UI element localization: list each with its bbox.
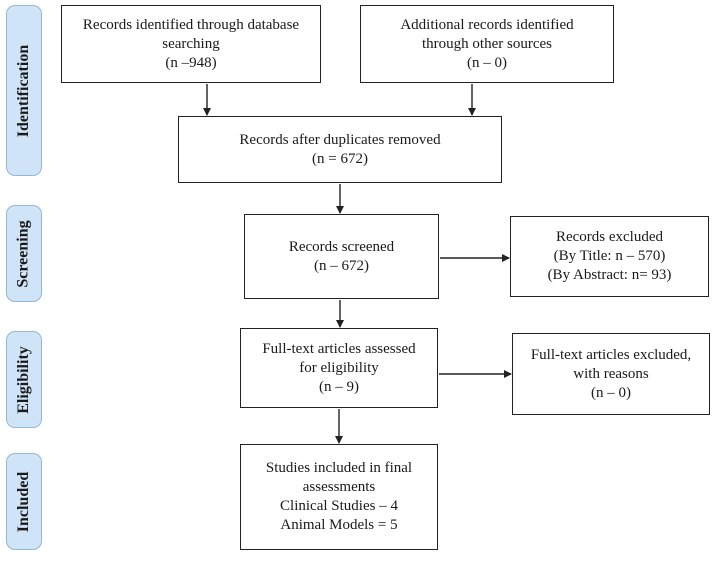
box-line: (n – 672): [314, 257, 369, 274]
box-line: searching: [162, 35, 220, 52]
stage-included: Included: [6, 453, 42, 550]
box-line: Records excluded: [555, 229, 664, 245]
box-line: Animal Models = 5: [280, 517, 398, 533]
box-line: Full-text articles assessed: [262, 340, 416, 357]
box-other-sources: Additional records identified through ot…: [360, 5, 614, 83]
box-line: (n – 9): [319, 378, 359, 395]
box-fulltext-excluded: Full-text articles excluded, with reason…: [512, 333, 710, 415]
box-line: Records identified through database: [82, 16, 300, 33]
box-line: (n –948): [165, 54, 217, 71]
stage-identification: Identification: [6, 5, 42, 176]
box-records-excluded: Records excluded (By Title: n – 570) (By…: [510, 216, 709, 297]
stage-eligibility: Eligibility: [6, 331, 42, 428]
stage-screening: Screening: [6, 205, 42, 302]
box-line: (n = 672): [312, 150, 368, 167]
box-duplicates-removed: Records after duplicates removed (n = 67…: [178, 116, 502, 183]
box-records-screened: Records screened (n – 672): [244, 214, 439, 299]
box-line: (By Abstract: n= 93): [547, 267, 672, 283]
box-line: Full-text articles excluded,: [530, 346, 692, 363]
box-line: assessments: [302, 479, 376, 495]
box-line: Records after duplicates removed: [239, 131, 441, 148]
box-line: with reasons: [573, 365, 649, 382]
box-line: (n – 0): [467, 54, 507, 71]
box-line: Records screened: [288, 238, 395, 255]
box-included-studies: Studies included in final assessments Cl…: [240, 444, 438, 550]
box-database-search: Records identified through database sear…: [61, 5, 321, 83]
box-line: (n – 0): [591, 384, 631, 401]
box-fulltext-assessed: Full-text articles assessed for eligibil…: [240, 328, 438, 408]
box-line: (By Title: n – 570): [553, 248, 666, 264]
box-line: Additional records identified: [400, 16, 574, 33]
box-line: for eligibility: [299, 359, 379, 376]
box-line: Studies included in final: [265, 460, 413, 476]
box-line: Clinical Studies – 4: [280, 498, 398, 514]
box-line: through other sources: [422, 35, 552, 52]
